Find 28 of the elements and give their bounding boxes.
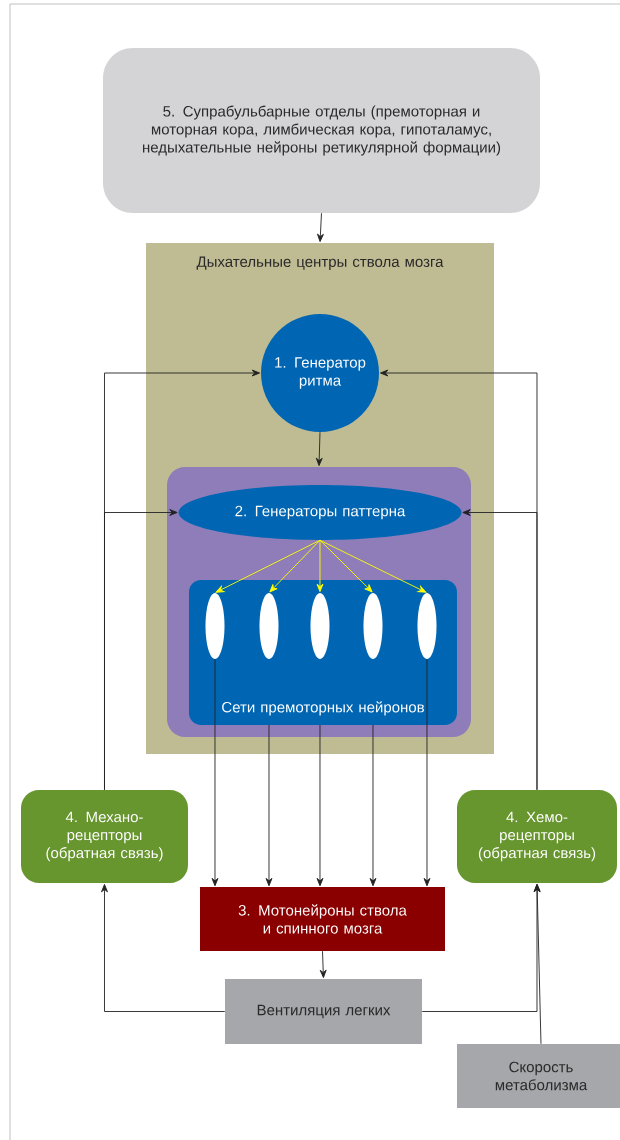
neuron-ellipse — [363, 593, 383, 659]
motoneuron-box: 3. Мотонейроны ствола и спинного мозга — [200, 887, 445, 951]
arrow — [269, 539, 321, 593]
arrow — [317, 212, 324, 243]
arrow — [211, 658, 219, 887]
arrow — [316, 539, 324, 593]
arrow — [316, 724, 324, 887]
arrow — [319, 950, 327, 979]
arrow — [265, 724, 273, 887]
neuron-ellipse — [205, 593, 225, 659]
arrow — [315, 431, 323, 467]
process-box: Вентиляция легких — [225, 979, 422, 1044]
arrow — [533, 883, 542, 1045]
arrow — [462, 509, 538, 791]
arrow — [319, 539, 427, 593]
neuron-ellipse — [417, 593, 437, 659]
arrow — [319, 539, 373, 593]
process-box: Скорость метаболизма — [457, 1044, 620, 1108]
receptor-box: 4. Механо- рецепторы (обратная связь) — [21, 790, 188, 883]
rounded-box: 5. Супрабульбарные отделы (премоторная и моторная кора, лимбическая кора, гипоталамус, недыхательные нейроны ретикулярной формации) — [103, 48, 540, 213]
arrow — [369, 724, 377, 887]
receptor-box: 4. Хемо- рецепторы (обратная связь) — [457, 790, 617, 883]
arrow — [104, 509, 178, 791]
arrow — [423, 658, 431, 887]
neuron-ellipse — [310, 593, 330, 659]
arrow — [215, 539, 321, 593]
arrow — [101, 883, 226, 1012]
neuron-ellipse — [259, 593, 279, 659]
